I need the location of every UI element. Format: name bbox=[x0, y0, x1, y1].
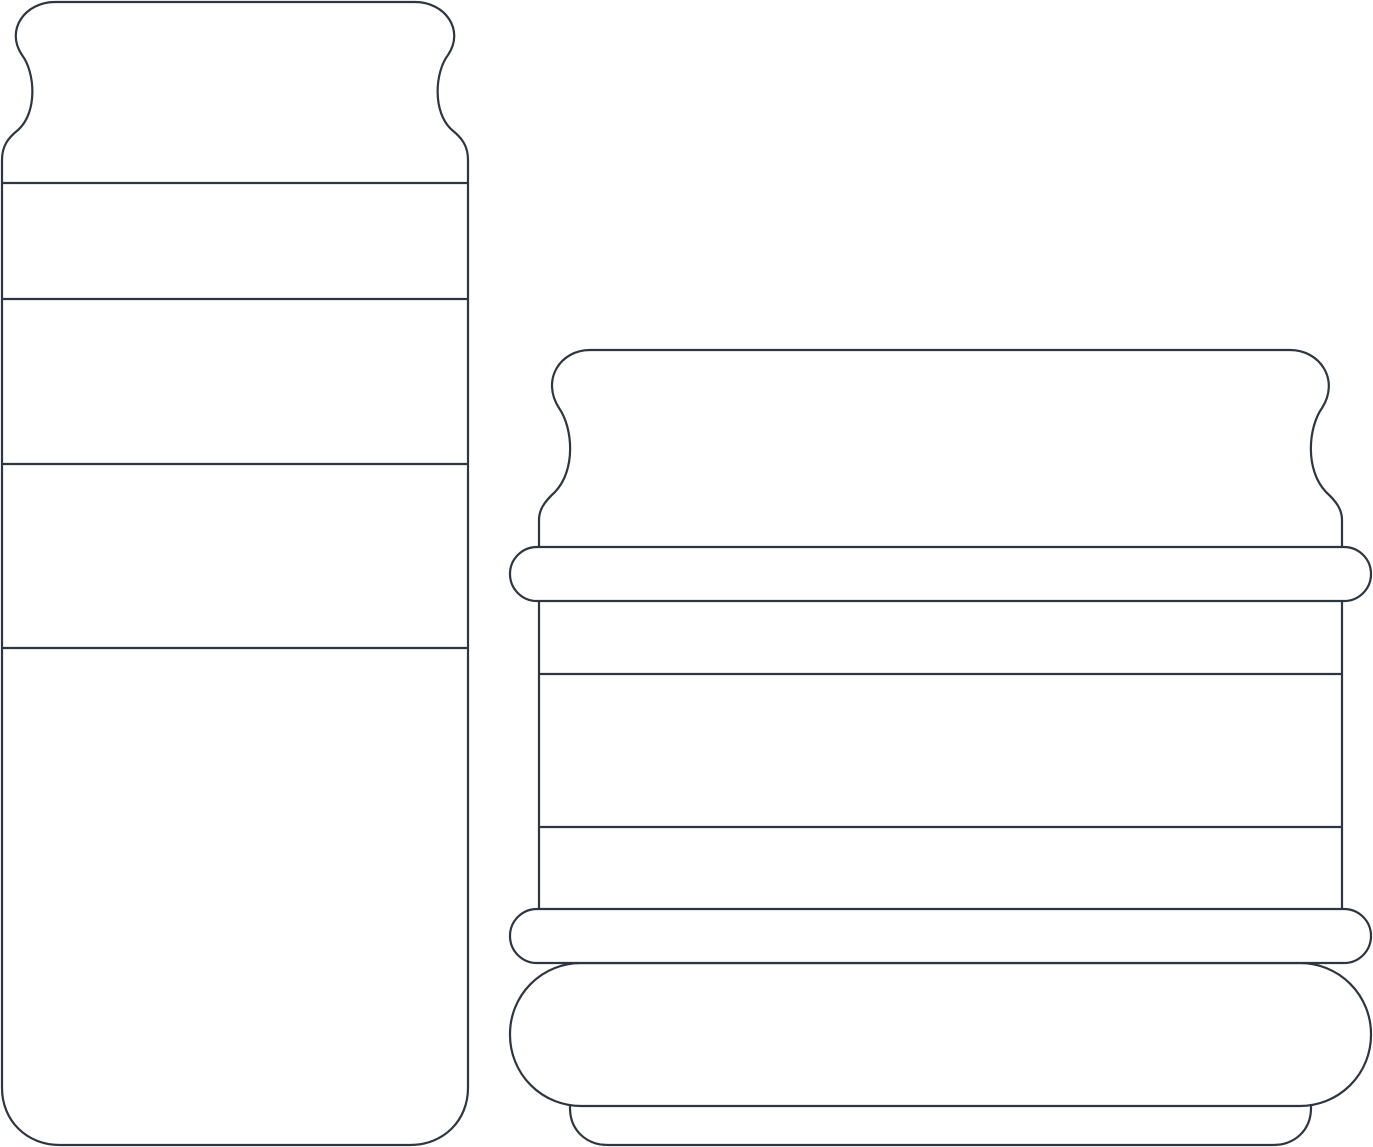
short-jar-body bbox=[537, 348, 1344, 932]
short-jar-upper-ring bbox=[508, 545, 1373, 603]
tall-jar-outline bbox=[0, 0, 470, 1147]
tall-jar bbox=[0, 0, 470, 1147]
short-jar bbox=[508, 348, 1373, 1147]
short-jar-foot-torus bbox=[508, 961, 1373, 1108]
short-jar-lower-ring bbox=[508, 907, 1373, 965]
